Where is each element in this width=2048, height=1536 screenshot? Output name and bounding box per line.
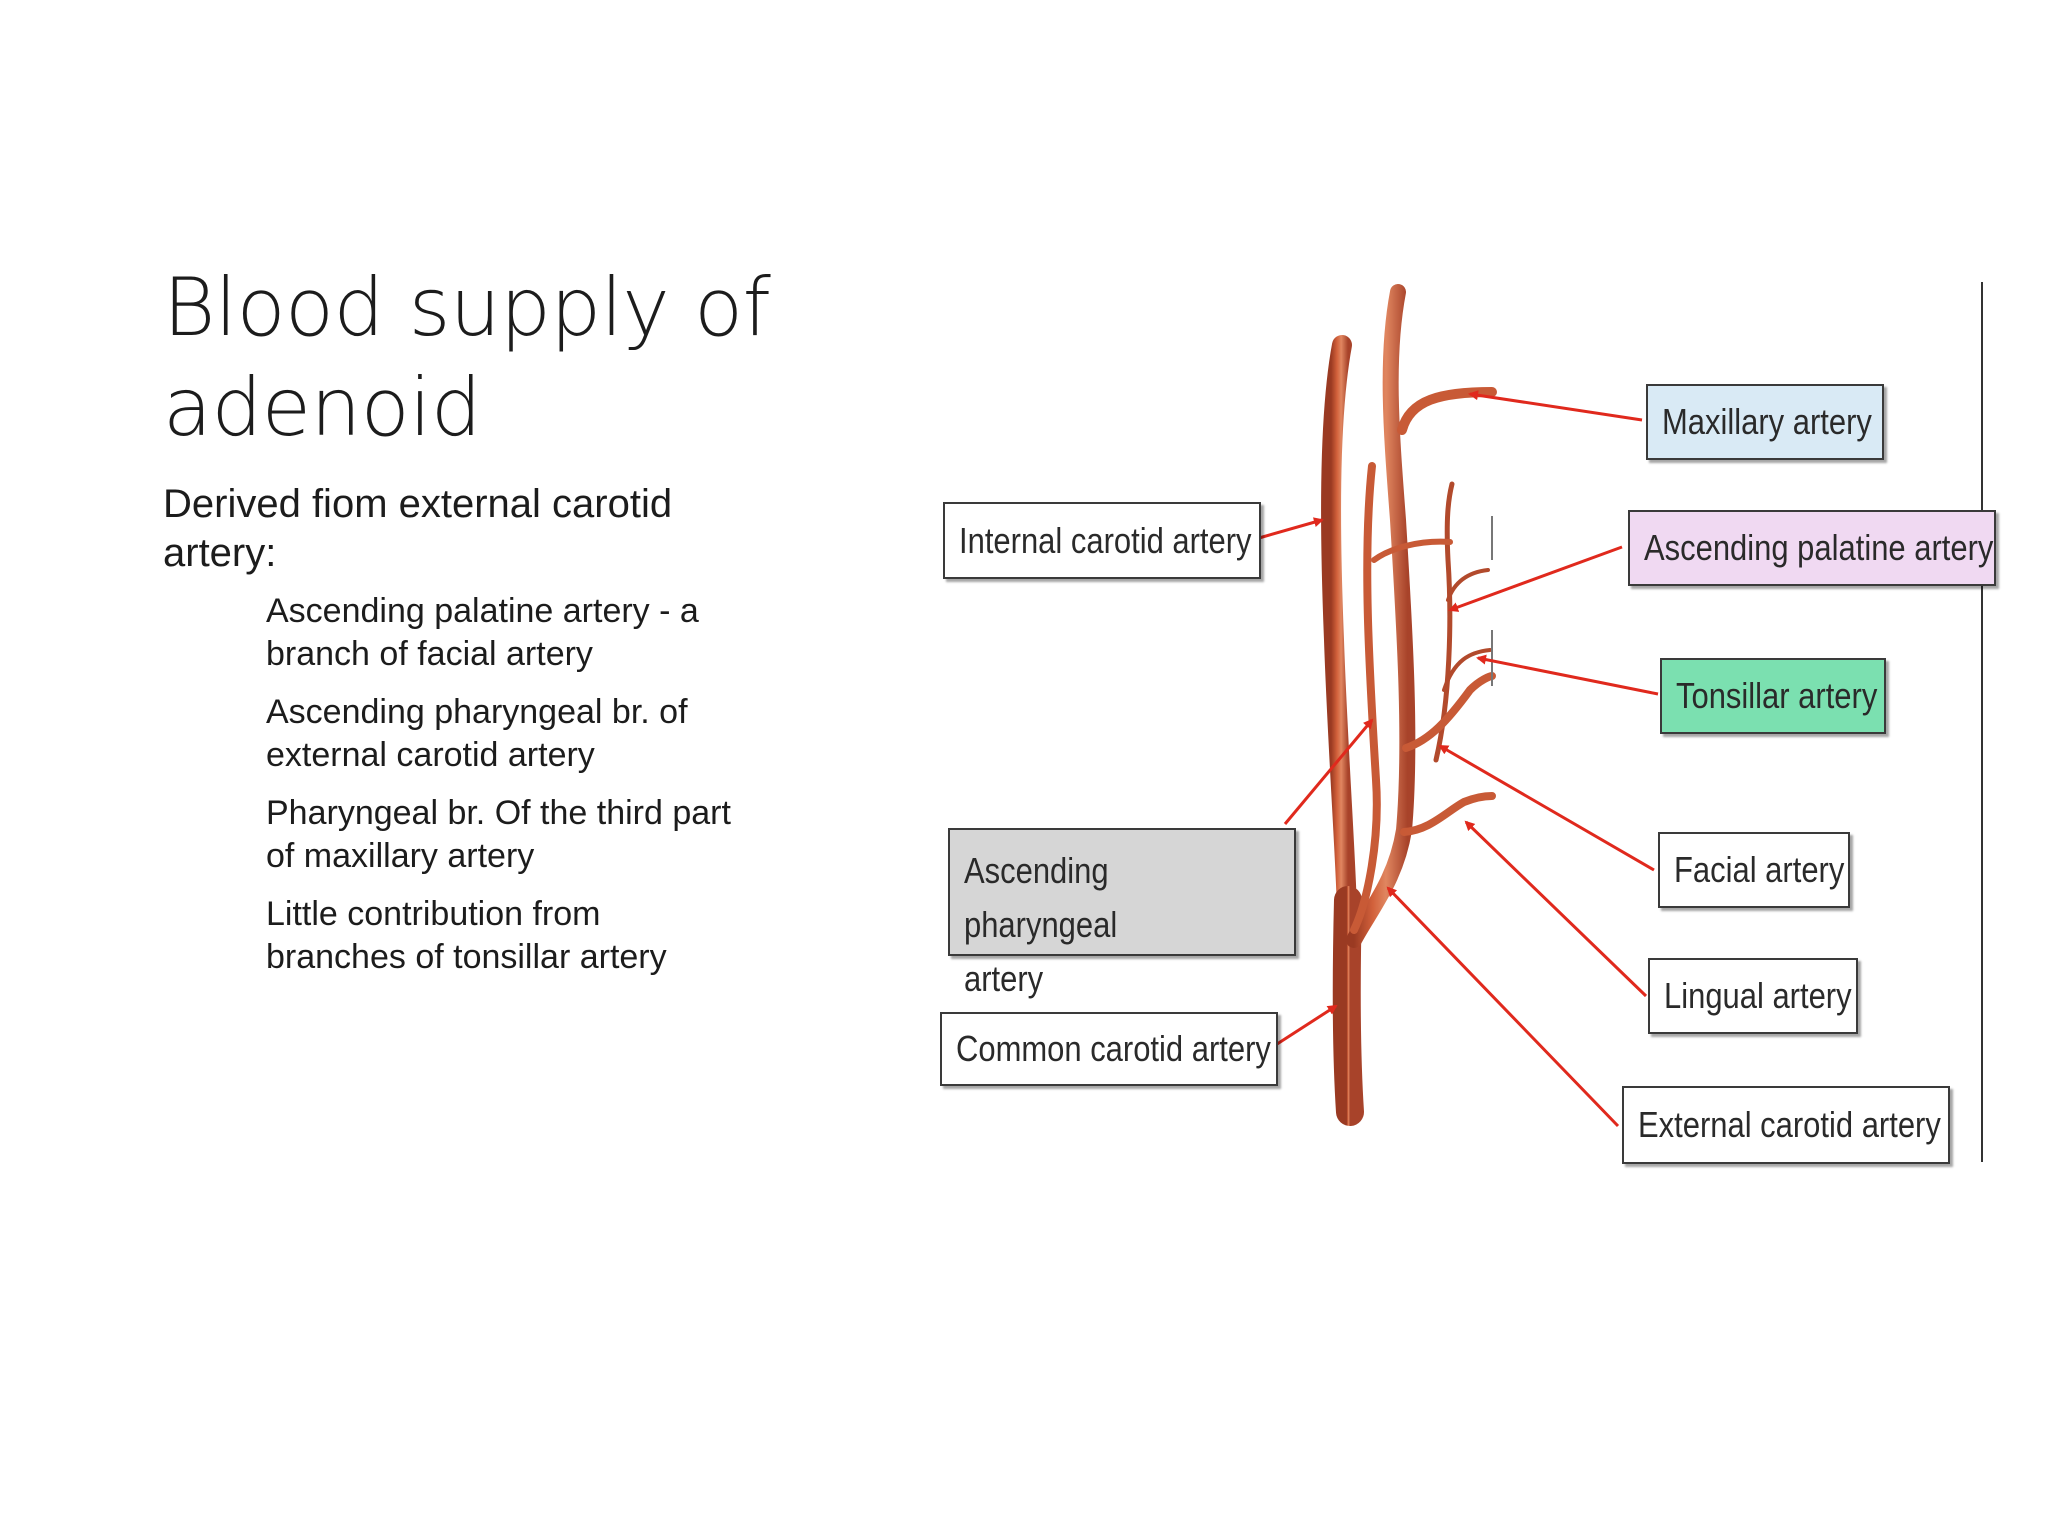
external-carotid-arrow <box>1386 886 1620 1128</box>
label-line: artery <box>964 958 1044 999</box>
lingual-label: Lingual artery <box>1648 958 1858 1034</box>
external-carotid-label: External carotid artery <box>1622 1086 1950 1164</box>
bullet-line: Ascending pharyngeal br. of <box>266 693 688 731</box>
external-carotid-vessel <box>1346 284 1416 948</box>
label-text: Maxillary artery <box>1662 401 1872 442</box>
ascending-pharyngeal-label: Ascending pharyngeal artery <box>948 828 1296 999</box>
tonsillar-vessel <box>1442 648 1492 692</box>
maxillary-vessel <box>1397 387 1497 435</box>
label-text: Common carotid artery <box>956 1028 1271 1069</box>
maxillary-arrow <box>1468 390 1643 422</box>
label-text: Lingual artery <box>1664 975 1852 1016</box>
common-carotid-vessel <box>1332 886 1364 1126</box>
internal-carotid-label: Internal carotid artery <box>943 502 1261 579</box>
label-text: Facial artery <box>1674 849 1845 890</box>
facial-vessel <box>1402 672 1496 752</box>
intro-line-1: Derived fiom external carotid <box>163 482 673 526</box>
bullet-line: branches of tonsillar artery <box>266 938 667 976</box>
bullet-line: branch of facial artery <box>266 635 593 673</box>
ascending-palatine-label: Ascending palatine artery <box>1628 510 1996 586</box>
tonsillar-arrow <box>1476 654 1659 696</box>
label-text: Ascending palatine artery <box>1644 527 1994 568</box>
ascending-pharyngeal-arrow <box>1283 718 1374 825</box>
bullet-line: Ascending palatine artery - a <box>266 592 699 630</box>
ascending-palatine-arrow <box>1448 545 1623 612</box>
label-text: External carotid artery <box>1638 1104 1941 1145</box>
label-text: Internal carotid artery <box>959 519 1252 561</box>
facial-label: Facial artery <box>1658 832 1850 908</box>
lingual-arrow <box>1464 820 1648 998</box>
bullet-item: Ascending pharyngeal br. of external car… <box>266 691 826 777</box>
bullet-item: Pharyngeal br. Of the third part of maxi… <box>266 792 826 878</box>
ascending-palatine-twig <box>1446 568 1490 602</box>
intro-line-2: artery: <box>163 531 277 575</box>
common-carotid-label: Common carotid artery <box>940 1012 1278 1086</box>
middle-branch-vessel <box>1371 538 1453 563</box>
common-carotid-arrow <box>1273 1004 1338 1048</box>
internal-carotid-vessel <box>1321 335 1358 970</box>
ascending-pharyngeal-vessel <box>1350 462 1381 934</box>
facial-arrow <box>1438 744 1655 872</box>
bullet-line: Pharyngeal br. Of the third part <box>266 794 731 832</box>
lingual-vessel <box>1400 792 1496 836</box>
title-line-2: adenoid <box>163 361 482 454</box>
label-text: Tonsillar artery <box>1676 675 1878 716</box>
bullet-item: Little contribution from branches of ton… <box>266 893 826 979</box>
label-text: Ascending pharyngeal artery <box>964 844 1236 1006</box>
label-line: Ascending pharyngeal <box>964 850 1118 945</box>
tonsillar-label: Tonsillar artery <box>1660 658 1886 734</box>
internal-carotid-arrow <box>1258 517 1324 540</box>
maxillary-label: Maxillary artery <box>1646 384 1884 460</box>
intro-text: Derived fiom external carotid artery: <box>163 480 803 578</box>
title-line-1: Blood supply of <box>163 261 771 354</box>
bullet-line: Little contribution from <box>266 895 601 933</box>
figure-border-line <box>1981 282 1983 1162</box>
bullet-line: external carotid artery <box>266 736 595 774</box>
ascending-palatine-vessel <box>1433 481 1455 763</box>
bullet-line: of maxillary artery <box>266 837 535 875</box>
bullet-list: Ascending palatine artery - a branch of … <box>266 590 826 994</box>
bullet-item: Ascending palatine artery - a branch of … <box>266 590 826 676</box>
slide-title: Blood supply of adenoid <box>163 258 843 458</box>
